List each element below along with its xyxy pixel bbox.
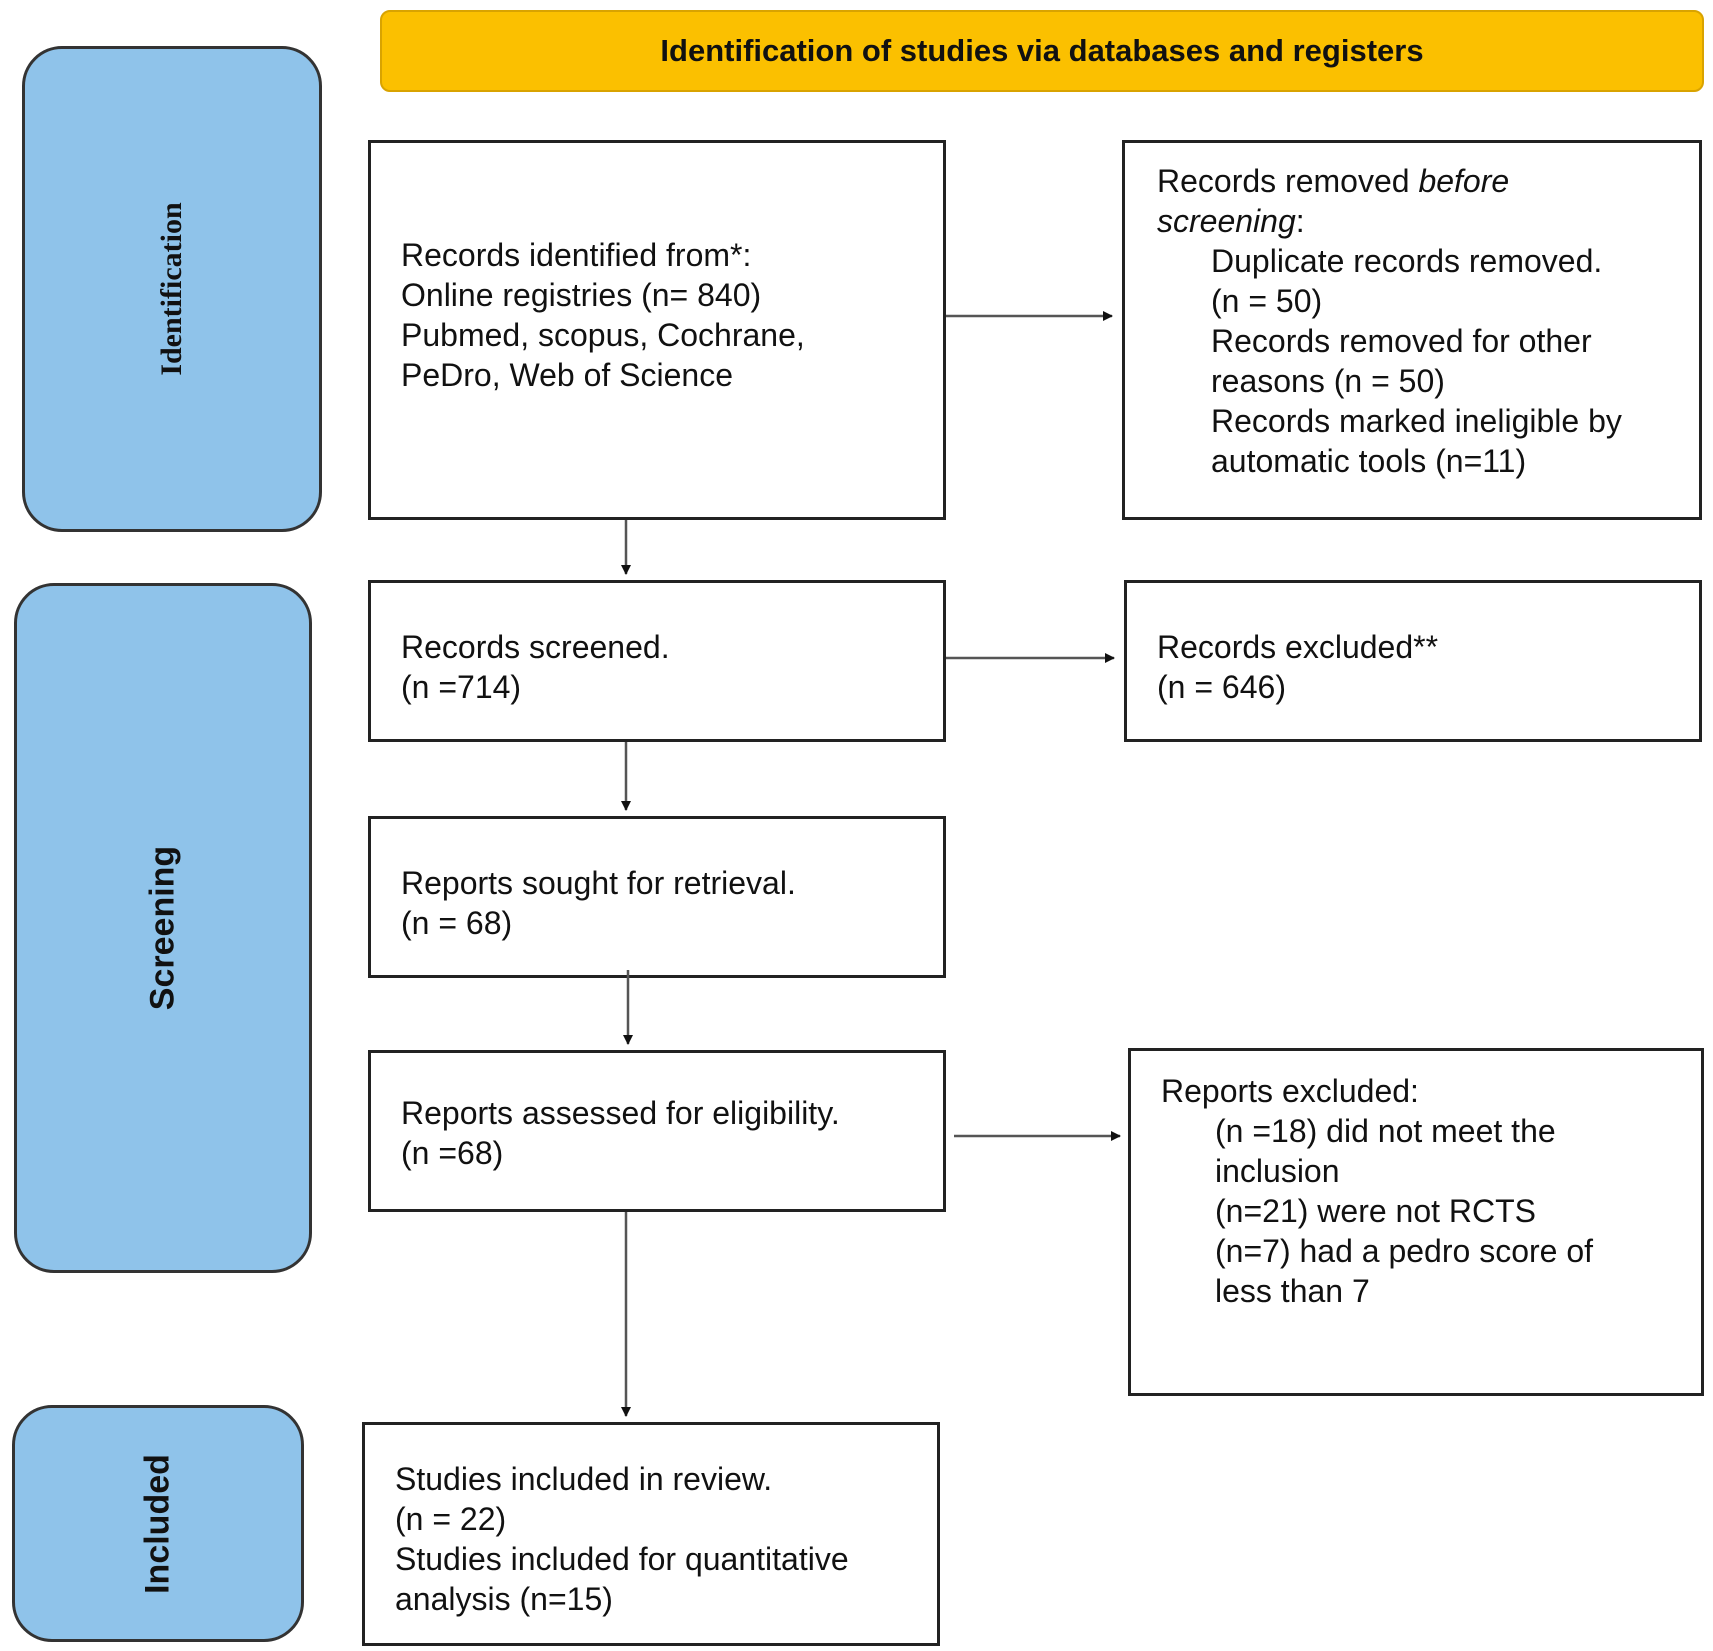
assessed-line: (n =68) xyxy=(401,1135,504,1171)
records-identified-box: Records identified from*: Online registr… xyxy=(368,140,946,520)
reports-assessed-box: Reports assessed for eligibility. (n =68… xyxy=(368,1050,946,1212)
removed-title-2: screening: xyxy=(1157,201,1699,241)
removed-title-pre: Records removed xyxy=(1157,163,1419,199)
removed-item: Records marked ineligible by xyxy=(1211,403,1622,439)
reports-excluded-item: (n=7) had a pedro score of xyxy=(1215,1233,1594,1269)
sought-line: Reports sought for retrieval. xyxy=(401,865,796,901)
included-line: analysis (n=15) xyxy=(395,1581,613,1617)
studies-included-box: Studies included in review. (n = 22) Stu… xyxy=(362,1422,940,1646)
identified-line: PeDro, Web of Science xyxy=(401,357,734,393)
header-bar: Identification of studies via databases … xyxy=(380,10,1704,92)
screened-line: (n =714) xyxy=(401,669,522,705)
identified-line: Records identified from*: xyxy=(401,237,752,273)
removed-title-post: : xyxy=(1295,203,1305,239)
phase-identification: Identification xyxy=(22,46,322,532)
removed-title: Records removed before xyxy=(1157,161,1699,201)
sought-line: (n = 68) xyxy=(401,905,513,941)
removed-item: reasons (n = 50) xyxy=(1211,363,1445,399)
phase-included: Included xyxy=(12,1405,304,1642)
removed-title-em: before xyxy=(1418,163,1510,199)
screened-line: Records screened. xyxy=(401,629,670,665)
reports-excluded-box: Reports excluded: (n =18) did not meet t… xyxy=(1128,1048,1704,1396)
reports-excluded-item: (n=21) were not RCTS xyxy=(1215,1193,1537,1229)
assessed-line: Reports assessed for eligibility. xyxy=(401,1095,840,1131)
included-line: Studies included for quantitative xyxy=(395,1541,849,1577)
phase-screening: Screening xyxy=(14,583,312,1273)
records-removed-box: Records removed before screening: Duplic… xyxy=(1122,140,1702,520)
reports-excluded-item: inclusion xyxy=(1215,1153,1340,1189)
header-title: Identification of studies via databases … xyxy=(660,33,1424,68)
identified-line: Online registries (n= 840) xyxy=(401,277,762,313)
records-excluded-box: Records excluded** (n = 646) xyxy=(1124,580,1702,742)
included-line: (n = 22) xyxy=(395,1501,507,1537)
included-line: Studies included in review. xyxy=(395,1461,773,1497)
records-screened-box: Records screened. (n =714) xyxy=(368,580,946,742)
removed-item: Records removed for other xyxy=(1211,323,1592,359)
excluded-line: (n = 646) xyxy=(1157,669,1286,705)
reports-sought-box: Reports sought for retrieval. (n = 68) xyxy=(368,816,946,978)
removed-item: (n = 50) xyxy=(1211,283,1323,319)
removed-item: Duplicate records removed. xyxy=(1211,243,1603,279)
excluded-line: Records excluded** xyxy=(1157,629,1439,665)
reports-excluded-item: less than 7 xyxy=(1215,1273,1370,1309)
identified-line: Pubmed, scopus, Cochrane, xyxy=(401,317,805,353)
removed-title-em2: screening xyxy=(1157,203,1296,239)
removed-item: automatic tools (n=11) xyxy=(1211,443,1527,479)
reports-excluded-item: (n =18) did not meet the xyxy=(1215,1113,1556,1149)
reports-excluded-title: Reports excluded: xyxy=(1161,1073,1419,1109)
